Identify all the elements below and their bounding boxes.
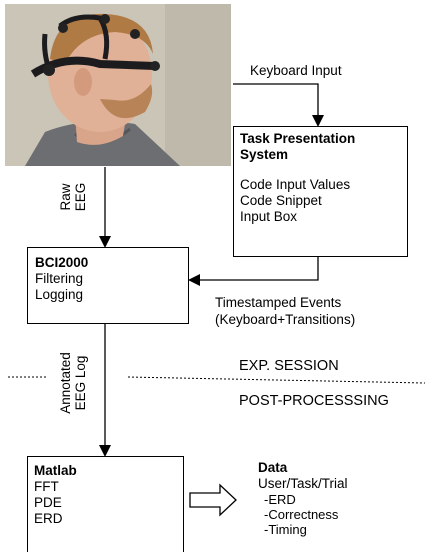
raw-eeg-label-line1: Raw <box>58 183 73 211</box>
bci2000-title: BCI2000 <box>35 255 89 270</box>
raw-eeg-label-line2: EEG <box>73 182 88 212</box>
task-item: Code Snippet <box>240 193 322 208</box>
session-divider-right <box>127 376 426 384</box>
annotated-eeg-label-line2: EEG Log <box>73 355 88 411</box>
data-block: Data User/Task/Trial -ERD -Correctness -… <box>258 460 348 537</box>
exp-session-label: EXP. SESSION <box>239 358 339 374</box>
data-title: Data <box>258 460 288 475</box>
timestamped-events-arrow <box>188 257 319 286</box>
data-item: -ERD <box>264 492 296 507</box>
post-processing-label: POST-PROCESSSING <box>239 393 389 409</box>
matlab-box: Matlab FFT PDE ERD <box>27 456 184 552</box>
bci2000-box: BCI2000 Filtering Logging <box>27 247 189 324</box>
eeg-subject-illustration <box>5 4 231 166</box>
raw-eeg-label: Raw EEG <box>58 170 88 224</box>
data-item: -Timing <box>264 522 307 537</box>
task-item: Input Box <box>240 209 298 224</box>
timestamped-events-label: Timestamped Events <box>215 295 342 310</box>
bci2000-item: Filtering <box>35 271 84 286</box>
keyboard-input-arrow <box>233 83 324 127</box>
data-item: -Correctness <box>264 507 339 522</box>
matlab-title: Matlab <box>34 463 77 478</box>
eeg-subject-photo <box>5 4 231 166</box>
matlab-item: PDE <box>34 495 62 510</box>
task-presentation-title-2: System <box>240 147 289 162</box>
task-presentation-title-1: Task Presentation <box>240 131 356 146</box>
matlab-item: FFT <box>34 479 59 494</box>
task-item: Code Input Values <box>240 177 351 192</box>
annotated-eeg-label-line1: Annotated <box>58 352 73 414</box>
keyboard-input-label: Keyboard Input <box>250 63 342 78</box>
timestamped-events-sublabel: (Keyboard+Transitions) <box>215 312 356 327</box>
matlab-to-data-arrow <box>189 483 237 517</box>
bci2000-item: Logging <box>35 287 84 302</box>
data-subtitle: User/Task/Trial <box>258 476 348 491</box>
annotated-eeg-log-label: Annotated EEG Log <box>58 333 88 433</box>
task-presentation-box: Task Presentation System Code Input Valu… <box>233 126 408 257</box>
matlab-item: ERD <box>34 511 63 526</box>
